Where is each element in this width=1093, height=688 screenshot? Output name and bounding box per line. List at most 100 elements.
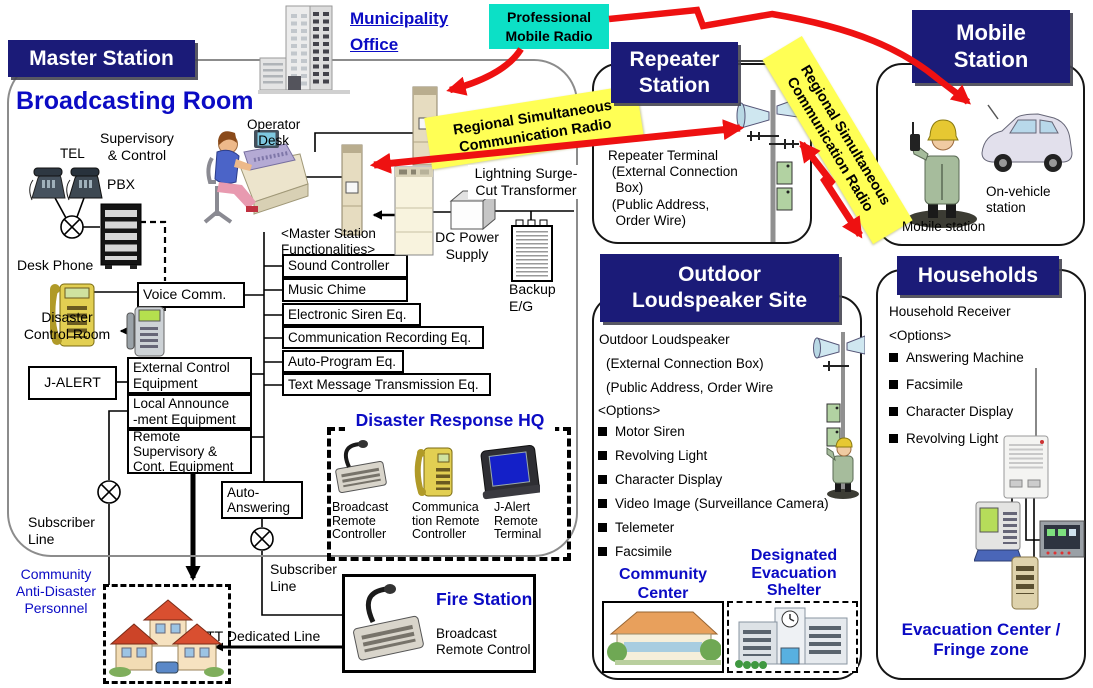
pbx-rack-icon	[100, 202, 142, 270]
hq-broadcast-label: Broadcast Remote Controller	[332, 500, 389, 541]
outdoor-loudspeaker-label: Outdoor Loudspeaker	[599, 332, 730, 347]
backup-generator-icon	[511, 219, 553, 283]
household-receiver-label: Household Receiver	[889, 304, 1011, 319]
mobile-station-label: Mobile station	[902, 219, 986, 234]
backup-eg-label: Backup E/G	[509, 281, 556, 314]
desk-phone-label: Desk Phone	[17, 257, 94, 273]
operator-desk-icon	[202, 122, 310, 234]
option-label: Facsimile	[615, 544, 673, 559]
subscriber-line-left-label: Subscriber Line	[28, 514, 95, 547]
fire-station-title: Fire Station	[436, 589, 533, 609]
option-label: Facsimile	[906, 377, 964, 392]
mobile-station-header: Mobile Station	[912, 10, 1070, 83]
communication-remote-controller-icon	[412, 444, 458, 500]
receiver-terminal-icon	[973, 500, 1023, 562]
household-option-answering: Answering Machine	[889, 350, 1024, 365]
mobile-worker-icon	[898, 112, 986, 230]
functionality-box-siren: Electronic Siren Eq.	[282, 303, 421, 326]
repeater-station-header: Repeater Station	[611, 42, 738, 103]
auto-answering-box: Auto- Answering	[221, 481, 303, 519]
desk-phone-icon	[47, 278, 98, 352]
supervisory-control-label: Supervisory & Control	[100, 130, 174, 163]
tel-phones-icon	[28, 160, 106, 204]
outdoor-option-motor-siren: Motor Siren	[598, 424, 685, 439]
bullet-square-icon	[598, 451, 607, 460]
pbx-label: PBX	[107, 176, 136, 192]
j-alert-terminal-icon	[480, 442, 543, 500]
bullet-square-icon	[598, 475, 607, 484]
bullet-square-icon	[889, 380, 898, 389]
functionalities-heading: <Master Station Functionalities>	[281, 226, 376, 258]
dc-power-rack-icon	[394, 166, 434, 256]
broadcast-remote-controller-icon	[331, 437, 391, 499]
dc-power-label: DC Power Supply	[435, 229, 499, 262]
option-label: Revolving Light	[615, 448, 708, 463]
outdoor-option-telemeter: Telemeter	[598, 520, 674, 535]
broadcasting-room-title: Broadcasting Room	[16, 87, 254, 115]
outdoor-option-video-image: Video Image (Surveillance Camera)	[598, 496, 829, 511]
functionality-box-chime: Music Chime	[282, 278, 408, 302]
option-label: Character Display	[615, 472, 723, 487]
evacuation-center-label: Evacuation Center / Fringe zone	[901, 620, 1061, 660]
bullet-square-icon	[889, 407, 898, 416]
community-personnel-label: Community Anti-Disaster Personnel	[15, 566, 97, 616]
bullet-square-icon	[889, 353, 898, 362]
functionality-box-autoprogram: Auto-Program Eq.	[282, 350, 404, 373]
fire-station-device-label: Broadcast Remote Control	[436, 626, 531, 658]
hq-communication-label: Communica tion Remote Controller	[412, 500, 480, 541]
option-label: Revolving Light	[906, 431, 999, 446]
option-label: Character Display	[906, 404, 1014, 419]
disaster-hq-title: Disaster Response HQ	[345, 410, 555, 431]
hq-jalert-label: J-Alert Remote Terminal	[494, 500, 542, 541]
households-header: Households	[897, 256, 1059, 295]
outdoor-pa-label: (Public Address, Order Wire	[606, 380, 774, 395]
households-options-heading: <Options>	[889, 328, 952, 343]
repeater-terminal-label: Repeater Terminal (External Connection B…	[608, 148, 738, 228]
radio-rack-lower-icon	[341, 144, 363, 236]
household-receiver-icon	[998, 366, 1052, 500]
bullet-square-icon	[598, 499, 607, 508]
evacuation-shelter-label: Designated Evacuation Shelter	[750, 547, 838, 600]
community-personnel-box	[103, 584, 231, 684]
functionality-box-recording: Communication Recording Eq.	[282, 326, 484, 349]
option-label: Motor Siren	[615, 424, 685, 439]
remote-unit-icon	[1011, 556, 1039, 610]
bullet-square-icon	[889, 434, 898, 443]
outdoor-loudspeaker-header: Outdoor Loudspeaker Site	[600, 254, 839, 322]
local-announcement-box: Local Announce -ment Equipment	[127, 394, 252, 429]
community-houses-icon	[108, 592, 224, 678]
outdoor-option-revolving-light: Revolving Light	[598, 448, 707, 463]
remote-supervisory-box: Remote Supervisory & Cont. Equipment	[127, 429, 252, 474]
disaster-control-room-label: Disaster Control Room	[23, 309, 111, 342]
master-station-header: Master Station	[8, 40, 195, 77]
external-control-box: External Control Equipment	[127, 357, 252, 394]
bullet-square-icon	[598, 547, 607, 556]
option-label: Answering Machine	[906, 350, 1024, 365]
household-option-character-display: Character Display	[889, 404, 1013, 419]
functionality-box-textmessage: Text Message Transmission Eq.	[282, 373, 491, 396]
outdoor-pole-icon	[793, 328, 866, 500]
subscriber-line-right-label: Subscriber Line	[270, 561, 337, 595]
voice-handset-device-icon	[125, 305, 167, 359]
community-center-label: Community Center	[619, 566, 707, 603]
outdoor-option-character-display: Character Display	[598, 472, 722, 487]
j-alert-box: J-ALERT	[28, 366, 117, 400]
outdoor-options-heading: <Options>	[598, 403, 661, 418]
tel-label: TEL	[60, 146, 85, 161]
bullet-square-icon	[598, 427, 607, 436]
evacuation-shelter-building-icon	[731, 604, 855, 670]
vehicle-icon	[976, 103, 1078, 185]
lightning-transformer-label: Lightning Surge- Cut Transformer	[468, 165, 584, 199]
household-option-facsimile: Facsimile	[889, 377, 963, 392]
outdoor-option-facsimile: Facsimile	[598, 544, 672, 559]
professional-mobile-radio-label: Professional Mobile Radio	[489, 4, 609, 49]
municipality-building-icon	[258, 2, 350, 97]
outdoor-extbox-label: (External Connection Box)	[606, 356, 764, 371]
bullet-square-icon	[598, 523, 607, 532]
display-panel-icon	[1039, 518, 1085, 560]
municipality-office-label: Municipality Office	[350, 9, 449, 55]
option-label: Video Image (Surveillance Camera)	[615, 496, 829, 511]
on-vehicle-station-label: On-vehicle station	[986, 184, 1051, 216]
operator-desk-label: Operator Desk	[247, 117, 301, 149]
